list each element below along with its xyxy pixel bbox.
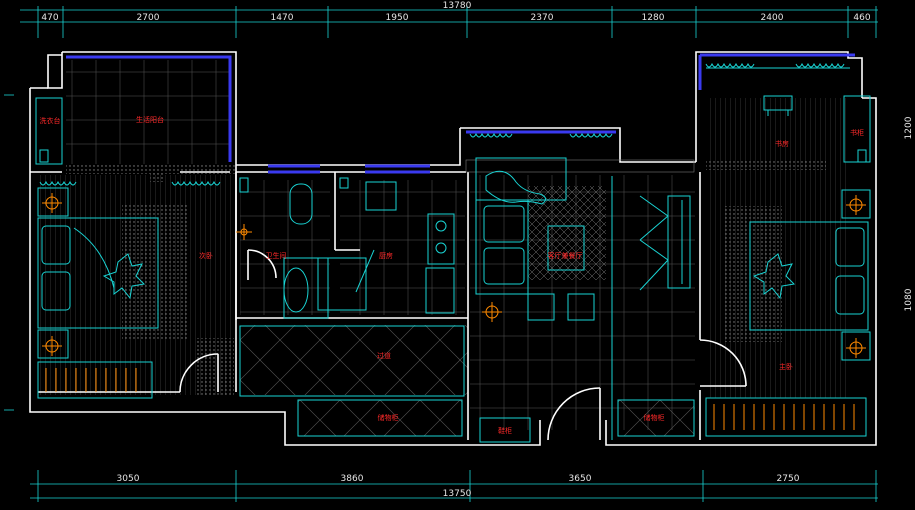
top-total-dimension: 13780 [443, 1, 472, 11]
label-storage-cabinet-right: 储物柜 [644, 413, 665, 422]
label-bathroom: 卫生间 [266, 251, 287, 260]
master-bedroom-bed [749, 221, 869, 331]
wall-hatch-3 [196, 338, 234, 396]
top-dimension-4: 1950 [386, 13, 409, 23]
laundry-sink [35, 97, 63, 165]
corridor-floor [240, 325, 468, 395]
top-dimension-8: 460 [853, 13, 870, 23]
nightstand-2 [37, 329, 69, 359]
bottom-dimension-3: 3650 [569, 474, 592, 484]
top-dimension-lines [20, 6, 878, 38]
top-dimension-7: 2400 [761, 13, 784, 23]
kitchen-sink [365, 181, 397, 211]
bottom-total-dimension: 13750 [443, 489, 472, 499]
label-living-dining: 客厅兼餐厅 [548, 251, 583, 260]
label-bookshelf: 书柜 [850, 128, 864, 137]
wall-hatch-1 [66, 164, 236, 174]
label-master-bedroom: 主卧 [779, 362, 793, 371]
light-icon-4 [846, 195, 866, 215]
bottom-dimension-1: 3050 [117, 474, 140, 484]
bottom-dimension-2: 3860 [341, 474, 364, 484]
bathroom-door [247, 249, 277, 279]
second-bedroom-pillow-decor [102, 253, 146, 300]
second-bedroom-bed [37, 217, 159, 329]
curtain-study-left [705, 62, 755, 68]
shoe-cabinet [479, 417, 531, 443]
light-icon-5 [846, 338, 866, 358]
bottom-dimension-4: 2750 [777, 474, 800, 484]
top-dimension-1: 470 [41, 13, 58, 23]
bookshelf-unit [843, 95, 871, 163]
kitchen-cabinet [317, 257, 367, 311]
wall-hatch-2 [150, 172, 164, 182]
bathroom-floor [240, 180, 330, 315]
master-nightstand-2 [841, 331, 871, 361]
bathroom-fixture [239, 177, 249, 193]
tv-cabinet [667, 195, 691, 289]
label-shoe-cabinet: 鞋柜 [498, 426, 512, 435]
wall-hatch-4 [706, 160, 826, 170]
second-bedroom-rug [122, 205, 187, 340]
bathroom-light-icon [236, 224, 252, 240]
study-chair [763, 95, 793, 116]
curtain-right [569, 132, 613, 138]
top-dimension-3: 1470 [271, 13, 294, 23]
living-rug [528, 186, 606, 280]
side-dimension-1: 1200 [904, 116, 914, 139]
dining-chair-1 [527, 293, 555, 321]
label-study: 书房 [775, 139, 789, 148]
kitchen-floor [340, 180, 465, 315]
bottom-dimension-lines [30, 470, 878, 502]
curtain-left [469, 132, 513, 138]
label-laundry-balcony: 洗衣台 [40, 116, 61, 125]
top-dimension-5: 2370 [531, 13, 554, 23]
fridge [425, 267, 455, 314]
master-bedroom-pillow-decor [752, 253, 796, 300]
light-icon-3 [482, 302, 502, 322]
label-storage-cabinet-left: 储物柜 [378, 413, 399, 422]
curtain-study-right [795, 62, 845, 68]
wardrobe-hangers-right [713, 404, 855, 430]
coffee-table [547, 225, 585, 271]
top-dimension-6: 1280 [642, 13, 665, 23]
storage-cabinet-right [617, 399, 695, 437]
curtain-second-bedroom-right [171, 180, 221, 186]
master-wardrobe [705, 397, 867, 437]
label-second-bedroom: 次卧 [199, 251, 213, 260]
bathroom-sink [283, 267, 309, 313]
light-icon-1 [42, 193, 62, 213]
storage-cabinet-left [297, 399, 463, 437]
master-bedroom-door [699, 339, 747, 387]
living-balcony-floor [66, 60, 231, 164]
master-bedroom-rug [724, 206, 782, 342]
label-corridor: 过道 [377, 351, 391, 360]
nightstand-1 [37, 187, 69, 217]
wardrobe-hangers-left [45, 368, 137, 392]
second-bedroom-door [179, 353, 219, 393]
label-living-balcony: 生活阳台 [136, 115, 164, 124]
curtain-second-bedroom-left [39, 180, 77, 186]
side-dimension-2: 1080 [904, 288, 914, 311]
kitchen-stove [427, 213, 455, 265]
toilet [289, 183, 313, 225]
light-icon-2 [42, 336, 62, 356]
dining-chair-2 [567, 293, 595, 321]
second-bedroom-wardrobe [37, 361, 153, 399]
recliner-chair [485, 170, 546, 205]
top-dimension-2: 2700 [137, 13, 160, 23]
entry-door [547, 387, 601, 441]
label-kitchen: 厨房 [379, 251, 393, 260]
balcony-window [66, 55, 232, 162]
master-nightstand-1 [841, 189, 871, 219]
corridor-cabinet-outline [239, 325, 465, 397]
